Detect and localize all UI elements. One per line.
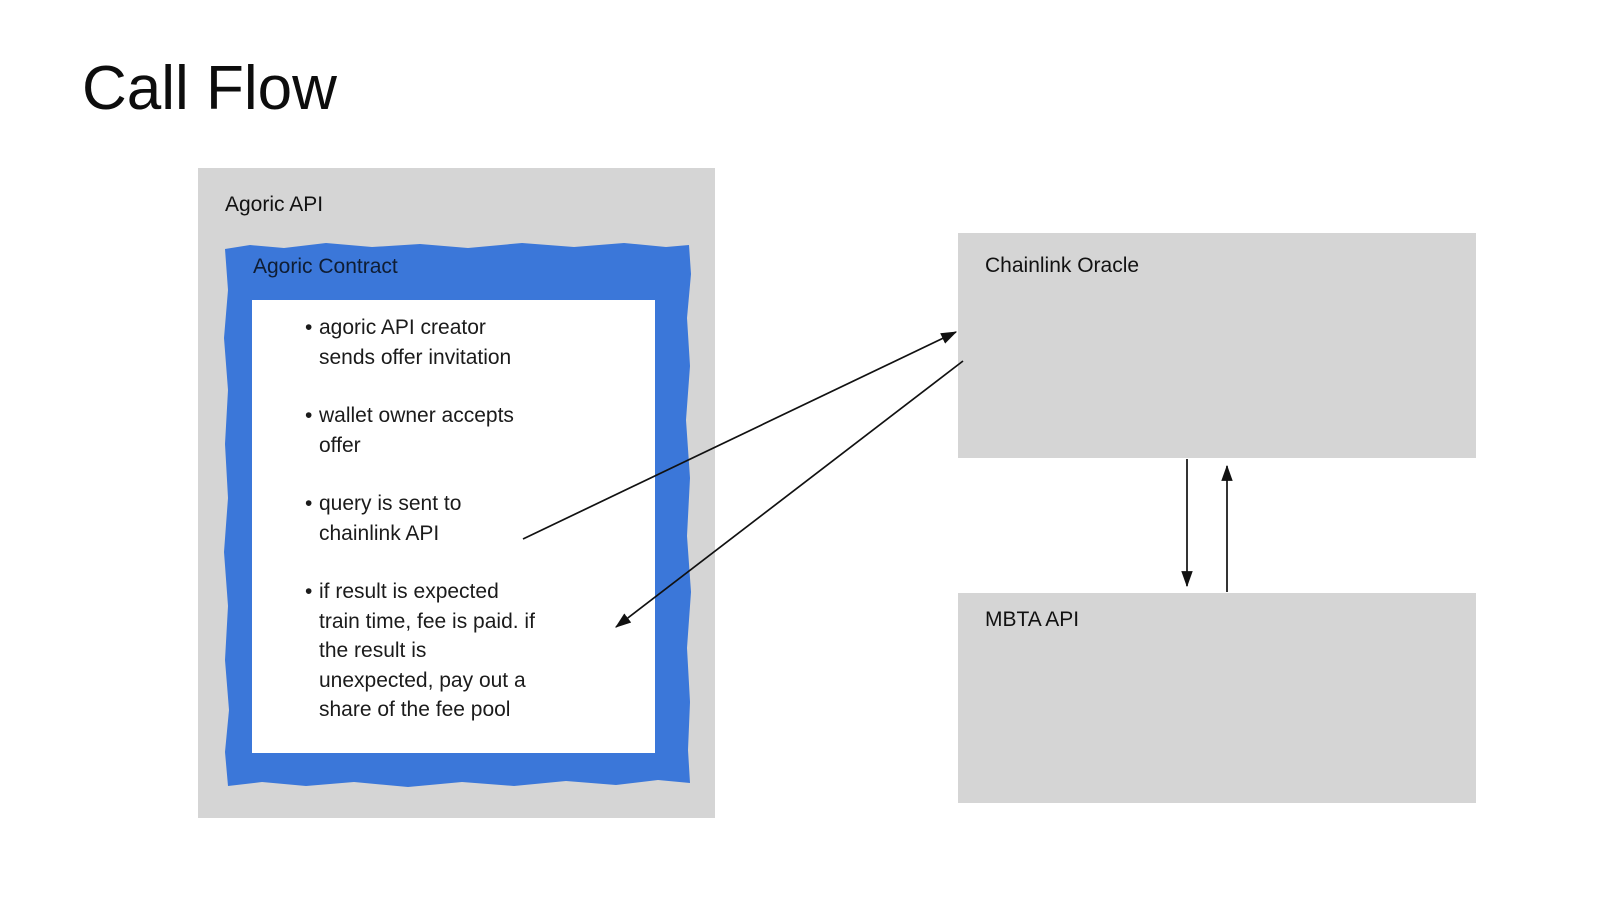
bullet-item: query is sent to chainlink API [305, 489, 587, 548]
agoric-api-label: Agoric API [225, 193, 324, 216]
chainlink-oracle-box: Chainlink Oracle [958, 233, 1476, 458]
mbta-api-label: MBTA API [985, 608, 1080, 631]
page-title: Call Flow [82, 54, 337, 123]
bullet-item: if result is expected train time, fee is… [305, 577, 587, 725]
bullet-item: agoric API creator sends offer invitatio… [305, 313, 587, 372]
contract-notes-panel: agoric API creator sends offer invitatio… [252, 300, 655, 753]
agoric-contract-label: Agoric Contract [253, 255, 398, 278]
bullet-list: agoric API creator sends offer invitatio… [305, 313, 587, 725]
agoric-api-box: Agoric API Agoric Contract agoric API cr… [198, 168, 715, 818]
chainlink-oracle-label: Chainlink Oracle [985, 254, 1140, 277]
agoric-contract-box: Agoric Contract agoric API creator sends… [222, 240, 693, 788]
bullet-item: wallet owner accepts offer [305, 401, 587, 460]
mbta-api-box: MBTA API [958, 593, 1476, 803]
